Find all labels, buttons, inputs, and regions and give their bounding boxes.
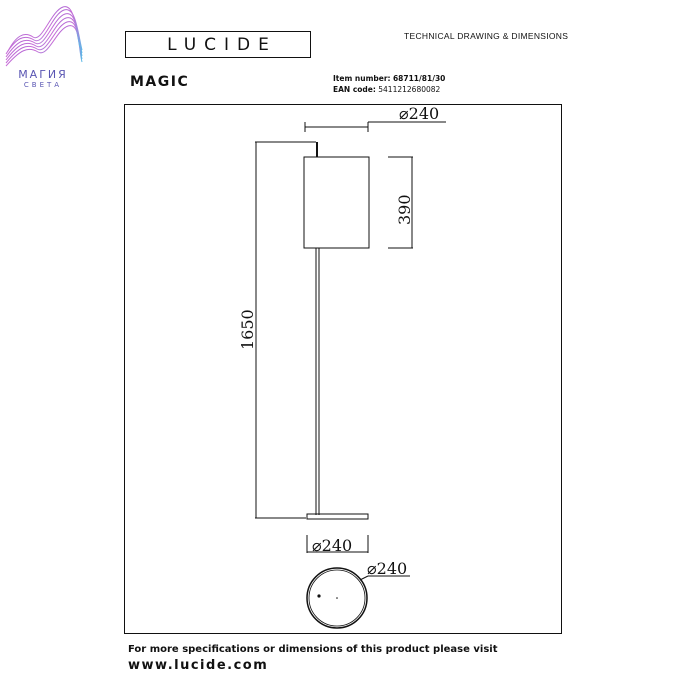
- ean-value: 5411212680082: [378, 85, 441, 94]
- lamp-base: [306, 513, 369, 520]
- watermark-logo: [5, 6, 83, 67]
- base-diameter-label: ⌀240: [312, 536, 352, 555]
- logo-text: LUCIDE: [167, 34, 277, 55]
- document-kind: TECHNICAL DRAWING & DIMENSIONS: [404, 31, 569, 41]
- lamp-shade: [303, 156, 370, 249]
- item-number-value: 68711/81/30: [392, 74, 446, 83]
- plan-view-center-dot: [336, 597, 338, 599]
- plan-dim-leader: [359, 575, 369, 581]
- lucide-logo: LUCIDE: [125, 31, 311, 58]
- footer-url[interactable]: www.lucide.com: [128, 658, 269, 673]
- item-number-label: Item number:: [333, 74, 391, 83]
- plan-view-outer: [306, 567, 368, 629]
- plan-view-inner: [308, 569, 366, 627]
- total-height-label: 1650: [238, 309, 257, 350]
- top-diameter-label: ⌀240: [399, 104, 439, 123]
- ean-line: EAN code: 5411212680082: [333, 85, 440, 94]
- drawing-frame: [124, 104, 562, 634]
- ean-label: EAN code:: [333, 85, 376, 94]
- plan-view-pole-dot: [317, 594, 321, 598]
- footer-text: For more specifications or dimensions of…: [128, 644, 498, 655]
- shade-height-label: 390: [395, 194, 414, 225]
- plan-diameter-label: ⌀240: [367, 559, 407, 578]
- item-number-line: Item number: 68711/81/30: [333, 74, 445, 83]
- watermark-tagline: СВЕТА: [23, 81, 63, 89]
- product-name: MAGIC: [130, 74, 190, 90]
- watermark-brand: МАГИЯ: [18, 68, 68, 81]
